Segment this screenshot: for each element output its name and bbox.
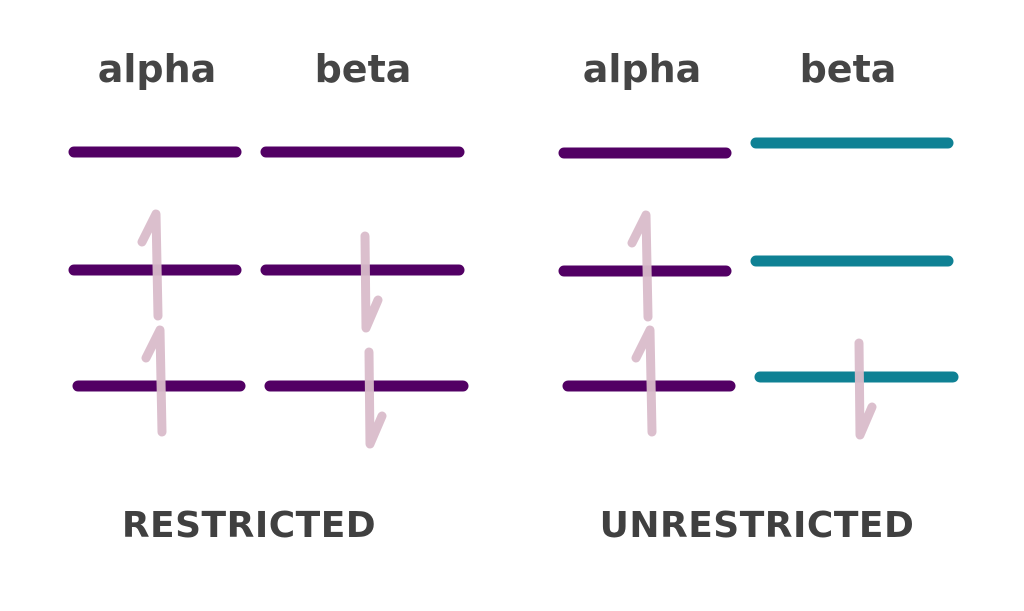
unrestricted-alpha-spin-up-arrow-3 (631, 325, 657, 437)
restricted-label: RESTRICTED (121, 505, 377, 546)
restricted-beta-header: beta (314, 47, 412, 91)
unrestricted-alpha-header: alpha (582, 47, 702, 91)
unrestricted-beta-spin-down-arrow-3 (854, 338, 877, 440)
unrestricted-label: UNRESTRICTED (599, 505, 915, 546)
restricted-alpha-header: alpha (97, 47, 217, 91)
restricted-alpha-spin-up-arrow-2 (137, 209, 163, 321)
restricted-beta-spin-down-arrow-3 (364, 347, 387, 449)
restricted-beta-spin-down-arrow-2 (360, 231, 383, 333)
restricted-alpha-spin-up-arrow-3 (141, 325, 167, 437)
unrestricted-alpha-spin-up-arrow-2 (627, 210, 653, 322)
unrestricted-beta-header: beta (799, 47, 897, 91)
